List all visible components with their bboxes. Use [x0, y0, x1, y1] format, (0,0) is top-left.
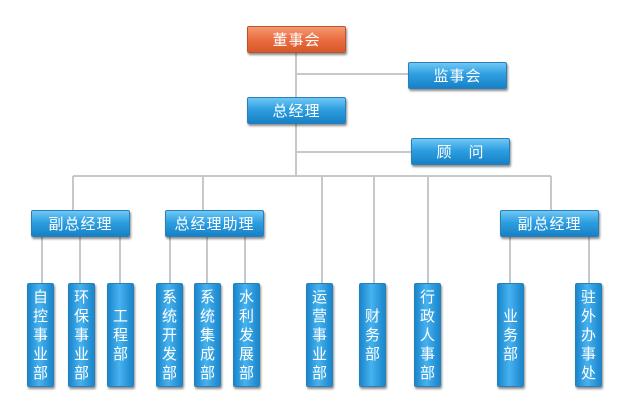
- department-char: 展: [238, 344, 254, 363]
- department-char: 营: [311, 306, 327, 325]
- department-char: 处: [580, 363, 596, 382]
- department-char: 部: [364, 344, 380, 363]
- department-char: 部: [32, 363, 48, 382]
- department-char: 水: [238, 287, 254, 306]
- dept-system-dev: 系统开发部: [156, 283, 183, 387]
- department-char: 程: [112, 325, 128, 344]
- department-char: 集: [199, 325, 215, 344]
- dept-admin-hr: 行政人事部: [414, 283, 441, 387]
- node-board: 董事会: [247, 26, 346, 53]
- department-char: 人: [419, 325, 435, 344]
- department-char: 部: [502, 344, 518, 363]
- department-char: 业: [73, 344, 89, 363]
- department-char: 保: [73, 306, 89, 325]
- department-char: 事: [580, 344, 596, 363]
- department-char: 成: [199, 344, 215, 363]
- department-char: 外: [580, 306, 596, 325]
- department-char: 办: [580, 325, 596, 344]
- department-char: 事: [419, 344, 435, 363]
- node-vice-gm-right: 副总经理: [500, 210, 599, 237]
- department-char: 务: [502, 325, 518, 344]
- department-char: 事: [73, 325, 89, 344]
- dept-system-integration: 系统集成部: [194, 283, 221, 387]
- node-general-manager: 总经理: [247, 97, 346, 124]
- department-char: 利: [238, 306, 254, 325]
- department-char: 务: [364, 325, 380, 344]
- department-char: 部: [238, 363, 254, 382]
- department-char: 发: [238, 325, 254, 344]
- department-char: 业: [311, 344, 327, 363]
- department-char: 控: [32, 306, 48, 325]
- department-char: 驻: [580, 287, 596, 306]
- department-char: 部: [73, 363, 89, 382]
- department-char: 部: [311, 363, 327, 382]
- dept-business: 业务部: [497, 283, 524, 387]
- department-char: 行: [419, 287, 435, 306]
- department-char: 部: [199, 363, 215, 382]
- department-char: 系: [199, 287, 215, 306]
- department-char: 部: [161, 363, 177, 382]
- dept-auto-control: 自控事业部: [27, 283, 54, 387]
- node-gm-assistant: 总经理助理: [165, 210, 264, 237]
- department-char: 业: [32, 344, 48, 363]
- dept-env-protection: 环保事业部: [68, 283, 95, 387]
- department-char: 事: [32, 325, 48, 344]
- department-char: 业: [502, 306, 518, 325]
- department-char: 自: [32, 287, 48, 306]
- dept-operations: 运营事业部: [306, 283, 333, 387]
- department-char: 事: [311, 325, 327, 344]
- department-char: 部: [112, 344, 128, 363]
- department-char: 财: [364, 306, 380, 325]
- dept-engineering: 工程部: [107, 283, 134, 387]
- department-char: 政: [419, 306, 435, 325]
- node-vice-gm-left: 副总经理: [31, 210, 130, 237]
- department-char: 系: [161, 287, 177, 306]
- department-char: 运: [311, 287, 327, 306]
- node-supervisors: 监事会: [408, 62, 507, 89]
- department-char: 部: [419, 363, 435, 382]
- department-char: 工: [112, 306, 128, 325]
- department-char: 开: [161, 325, 177, 344]
- node-advisor: 顾 问: [411, 138, 510, 165]
- department-char: 环: [73, 287, 89, 306]
- department-char: 统: [161, 306, 177, 325]
- department-char: 统: [199, 306, 215, 325]
- department-char: 发: [161, 344, 177, 363]
- dept-water-development: 水利发展部: [233, 283, 260, 387]
- dept-field-office: 驻外办事处: [575, 283, 602, 387]
- dept-finance: 财务部: [359, 283, 386, 387]
